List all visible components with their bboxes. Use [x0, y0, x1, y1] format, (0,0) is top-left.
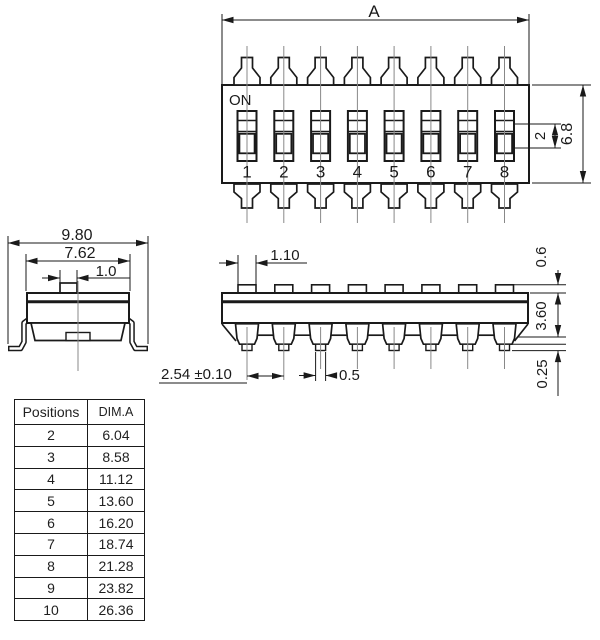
table-header-dim-a: DIM.A: [87, 399, 145, 425]
positions-cell: 5: [14, 489, 88, 513]
on-label: ON: [229, 92, 252, 109]
end-view-leads: [8, 317, 148, 352]
switch-number-6: 6: [426, 163, 435, 182]
dim-a: [221, 14, 530, 84]
dim-knob-height: [513, 123, 561, 149]
positions-cell: 4: [14, 467, 88, 491]
dim-a-cell: 21.28: [87, 554, 145, 578]
dim-a-cell: 11.12: [87, 467, 145, 491]
dim-body-width: [25, 254, 131, 291]
top-view-body: [221, 84, 530, 184]
dim-a-cell: 16.20: [87, 511, 145, 534]
dim-terminal-width: [299, 352, 338, 381]
dim-a-cell: 8.58: [87, 445, 145, 469]
table-row: 7 18.74: [14, 532, 145, 556]
dim-a-cell: 13.60: [87, 489, 145, 513]
switch-number-3: 3: [316, 163, 325, 182]
table-header-row: Positions DIM.A: [14, 399, 145, 425]
dim-body-width-label: 7.62: [64, 245, 95, 262]
top-view-upper-pins: [233, 56, 519, 86]
dim-a-cell: 6.04: [87, 424, 145, 447]
table-row: 2 6.04: [14, 424, 145, 447]
table-row: 10 26.36: [14, 598, 145, 622]
positions-cell: 6: [14, 511, 88, 534]
switch-number-5: 5: [389, 163, 398, 182]
switch-numbers: 1 2 3 4 5 6 7 8: [242, 163, 509, 182]
positions-cell: 2: [14, 424, 88, 447]
dim-a-cell: 23.82: [87, 576, 145, 600]
switch-number-4: 4: [353, 163, 362, 182]
positions-cell: 9: [14, 576, 88, 600]
table-row: 6 16.20: [14, 511, 145, 534]
dim-overall-width-label: 9.80: [61, 227, 92, 244]
table-row: 5 13.60: [14, 489, 145, 513]
positions-cell: 3: [14, 445, 88, 469]
dim-a-label: A: [368, 2, 380, 21]
side-view-base: [221, 323, 529, 342]
side-view-actuators: [237, 283, 515, 294]
dim-actuator-height-label: 0.6: [533, 247, 550, 268]
side-view-body: [221, 292, 529, 324]
dim-knob-height-label: 2: [532, 132, 549, 140]
dim-pitch: [159, 372, 284, 384]
dim-terminal-width-label: 0.5: [339, 367, 360, 384]
dim-body-height: [532, 84, 591, 184]
positions-cell: 10: [14, 598, 88, 622]
positions-cell: 7: [14, 532, 88, 556]
switch-number-8: 8: [500, 163, 509, 182]
dim-a-cell: 18.74: [87, 532, 145, 556]
switch-number-1: 1: [242, 163, 251, 182]
table-row: 4 11.12: [14, 467, 145, 491]
top-view: ON 1 2 3 4 5 6 7 8 A 2: [221, 2, 591, 224]
table-header-positions: Positions: [14, 399, 88, 425]
dim-actuator-top-width: [219, 255, 307, 284]
side-view: 1.10 0.6 3.60 0.25 2.54 ±0.10: [159, 247, 566, 396]
dim-actuator-width: [42, 270, 130, 284]
side-view-pins: [234, 322, 517, 352]
dim-overall-width: [7, 236, 149, 344]
dim-body-height-label: 6.8: [559, 123, 576, 145]
dim-actuator-width-label: 1.0: [96, 263, 117, 280]
switch-number-7: 7: [463, 163, 472, 182]
dim-a-table: Positions DIM.A 2 6.04 3 8.58 4 11.12 5 …: [14, 399, 145, 622]
switch-number-2: 2: [279, 163, 288, 182]
dim-a-cell: 26.36: [87, 598, 145, 622]
end-view: 9.80 7.62 1.0: [7, 227, 149, 371]
table-row: 8 21.28: [14, 554, 145, 578]
dim-pitch-label: 2.54 ±0.10: [161, 366, 232, 383]
dim-actuator-top-width-label: 1.10: [270, 247, 299, 264]
table-row: 3 8.58: [14, 445, 145, 469]
table-row: 9 23.82: [14, 576, 145, 600]
dim-standoff-label: 0.25: [534, 359, 551, 388]
top-view-lower-pins: [233, 183, 519, 209]
positions-cell: 8: [14, 554, 88, 578]
dim-side-body-height-label: 3.60: [533, 301, 550, 330]
